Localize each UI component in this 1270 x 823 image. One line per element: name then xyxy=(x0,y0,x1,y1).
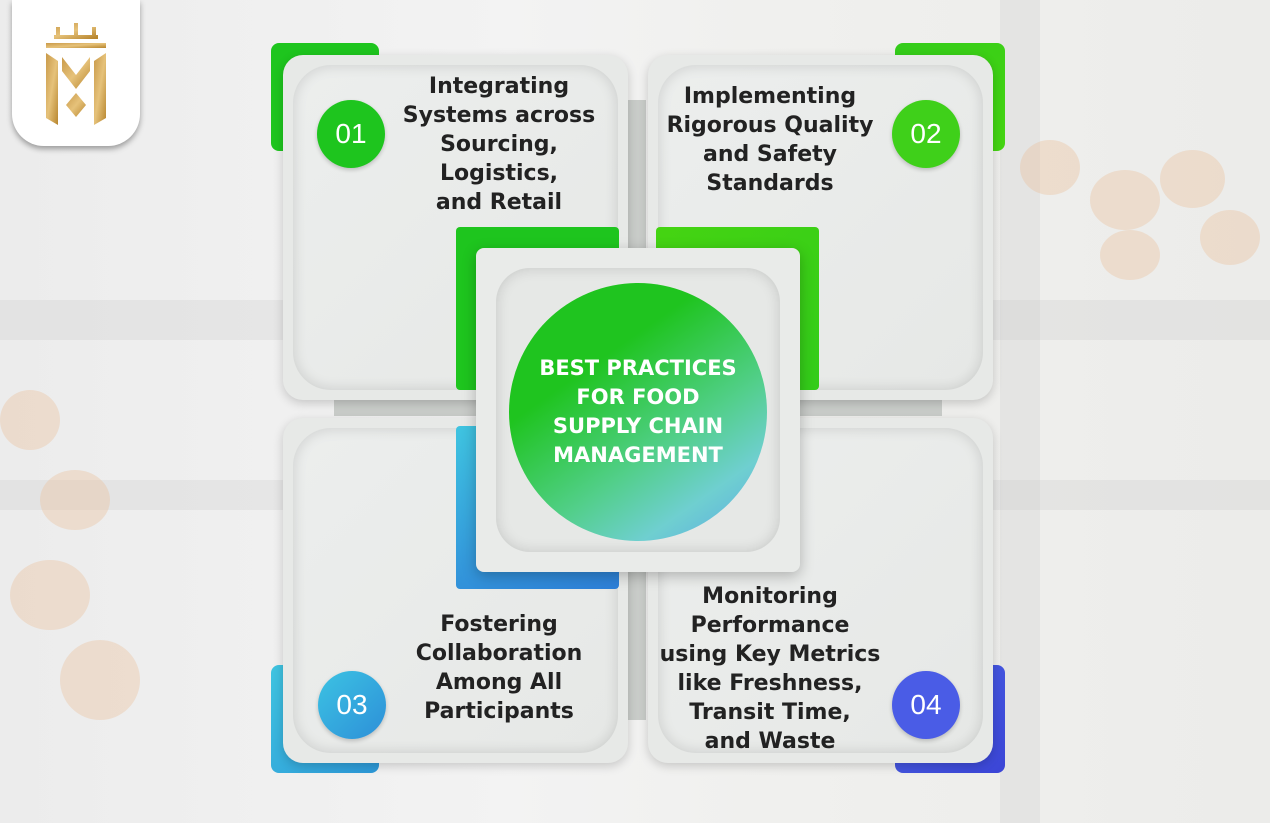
center-title-line-3: SUPPLY CHAIN xyxy=(552,414,724,438)
number-badge-04: 04 xyxy=(892,671,960,739)
item-04-text: Monitoring Performance using Key Metrics… xyxy=(652,582,888,756)
item-04-line-2: Performance xyxy=(690,613,850,638)
item-03-line-1: Fostering xyxy=(440,612,558,637)
center-title-circle: BEST PRACTICES FOR FOOD SUPPLY CHAIN MAN… xyxy=(509,283,767,541)
crown-shield-logo-icon xyxy=(46,23,106,125)
item-04-line-5: Transit Time, xyxy=(689,700,851,725)
center-title-line-4: MANAGEMENT xyxy=(553,443,723,467)
item-01-line-1: Integrating xyxy=(428,74,570,99)
item-03-line-4: Participants xyxy=(424,699,574,724)
item-01-line-2: Systems across xyxy=(402,103,596,128)
center-title-line-2: FOR FOOD xyxy=(576,385,700,409)
item-01-text: Integrating Systems across Sourcing, Log… xyxy=(388,72,610,217)
item-04-line-4: like Freshness, xyxy=(677,671,863,696)
item-03-line-3: Among All xyxy=(435,670,563,695)
item-02-line-4: Standards xyxy=(706,171,834,196)
item-02-line-3: and Safety xyxy=(703,142,837,167)
item-03-line-2: Collaboration xyxy=(415,641,583,666)
item-02-text: Implementing Rigorous Quality and Safety… xyxy=(656,82,884,198)
item-02-line-2: Rigorous Quality xyxy=(666,113,874,138)
item-04-line-1: Monitoring xyxy=(702,584,838,609)
number-badge-03: 03 xyxy=(318,671,386,739)
item-01-line-5: and Retail xyxy=(435,190,563,215)
number-badge-01: 01 xyxy=(317,100,385,168)
center-title-line-1: BEST PRACTICES xyxy=(539,356,737,380)
item-02-line-1: Implementing xyxy=(683,84,857,109)
number-badge-02: 02 xyxy=(892,100,960,168)
item-01-line-4: Logistics, xyxy=(439,161,559,186)
item-04-line-3: using Key Metrics xyxy=(659,642,881,667)
item-01-line-3: Sourcing, xyxy=(440,132,558,157)
item-04-line-6: and Waste xyxy=(704,729,836,754)
logo-card xyxy=(12,0,140,146)
item-03-text: Fostering Collaboration Among All Partic… xyxy=(398,610,600,726)
